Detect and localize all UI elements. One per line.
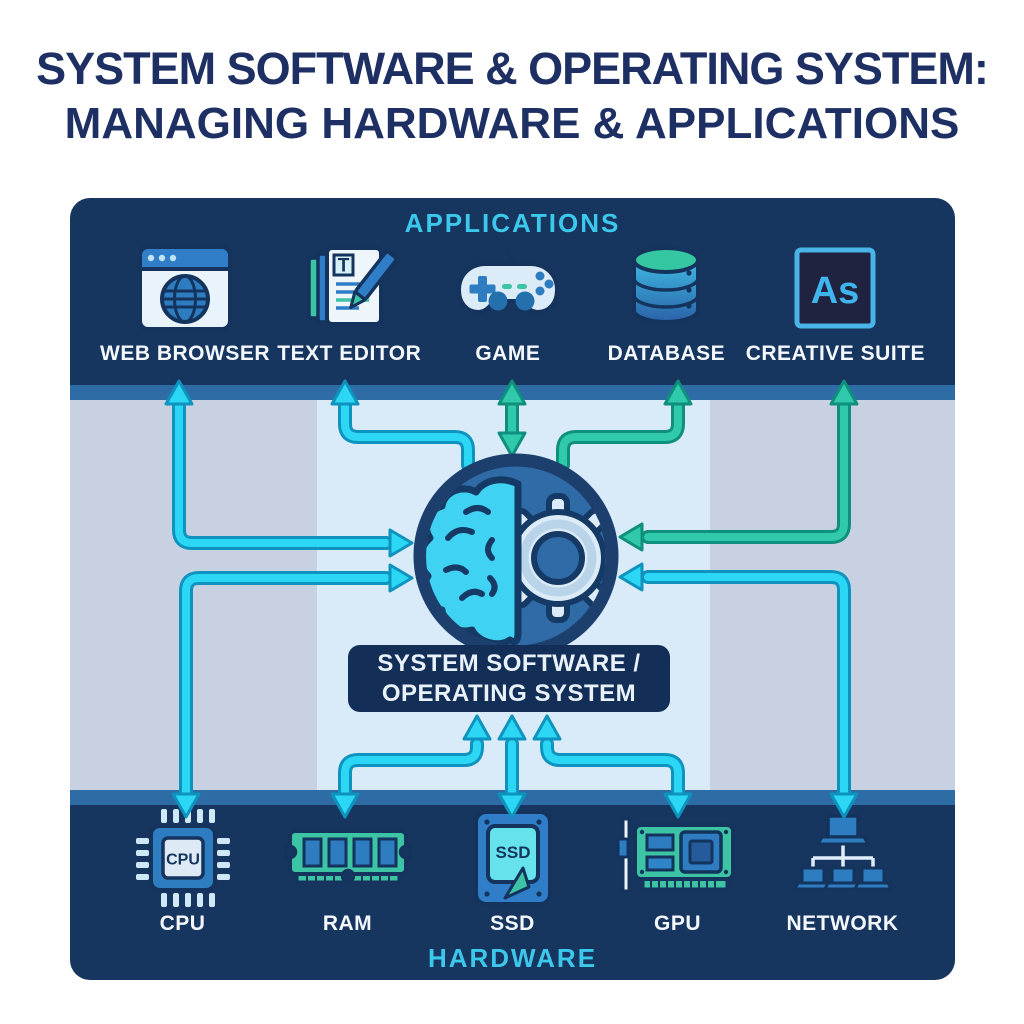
os-label-box: SYSTEM SOFTWARE / OPERATING SYSTEM (348, 645, 670, 712)
adobe-as-icon: As (790, 238, 880, 338)
hw-item-ssd: SSD SSD (430, 808, 595, 936)
hardware-items: CPU CPU (100, 808, 925, 936)
title-line2: MANAGING HARDWARE & APPLICATIONS (64, 99, 960, 149)
hw-item-cpu: CPU CPU (100, 808, 265, 936)
network-laptops-icon (787, 808, 899, 908)
app-item-web-browser: WEB BROWSER (100, 238, 270, 366)
ssd-chip-text: SSD (495, 843, 530, 862)
hardware-band: CPU CPU (70, 790, 955, 980)
brain-icon (426, 476, 522, 646)
app-item-creative-suite: As CREATIVE SUITE (746, 238, 925, 366)
hw-item-gpu: GPU (595, 808, 760, 936)
hw-item-label: GPU (653, 912, 701, 935)
app-item-game: GAME (429, 238, 588, 366)
app-item-text-editor: T TEXT EDITOR (270, 238, 429, 366)
page-title: SYSTEM SOFTWARE & OPERATING SYSTEM: MANA… (0, 43, 1024, 149)
os-label-line2: OPERATING SYSTEM (381, 679, 637, 707)
database-cylinder-icon (620, 238, 712, 338)
text-editor-letter: T (338, 256, 350, 277)
applications-items: WEB BROWSER T (100, 238, 925, 366)
ssd-drive-icon: SSD (467, 808, 559, 908)
gpu-card-icon (615, 808, 741, 908)
applications-label: APPLICATIONS (404, 208, 621, 238)
hw-item-label: RAM (322, 912, 373, 935)
os-label-line1: SYSTEM SOFTWARE / (377, 649, 641, 677)
hardware-label: HARDWARE (427, 943, 598, 973)
app-item-label: DATABASE (607, 342, 726, 365)
app-item-database: DATABASE (587, 238, 746, 366)
hw-item-ram: RAM (265, 808, 430, 936)
hw-item-label: NETWORK (786, 912, 899, 935)
app-item-label: WEB BROWSER (100, 342, 270, 365)
gamepad-icon (452, 238, 564, 338)
browser-globe-icon (135, 238, 235, 338)
cpu-chip-text: CPU (166, 852, 200, 869)
hw-item-network: NETWORK (760, 808, 925, 936)
hw-item-label: SSD (490, 912, 535, 935)
hw-item-label: CPU (159, 912, 206, 935)
applications-band: APPLICATIONS WEB BROWSER (70, 198, 955, 400)
brain-gear-icon (413, 453, 619, 659)
app-item-label: GAME (475, 342, 541, 365)
background-stripe-left (70, 400, 317, 790)
cpu-chip-icon: CPU (131, 808, 235, 908)
background-stripe-right (710, 400, 955, 790)
os-core (406, 446, 626, 671)
app-item-label: TEXT EDITOR (277, 342, 422, 365)
document-pencil-icon: T (299, 238, 399, 338)
title-line1: SYSTEM SOFTWARE & OPERATING SYSTEM: (36, 43, 989, 94)
ram-stick-icon (284, 808, 411, 908)
app-item-label: CREATIVE SUITE (745, 342, 925, 365)
creative-suite-letters: As (811, 270, 860, 312)
